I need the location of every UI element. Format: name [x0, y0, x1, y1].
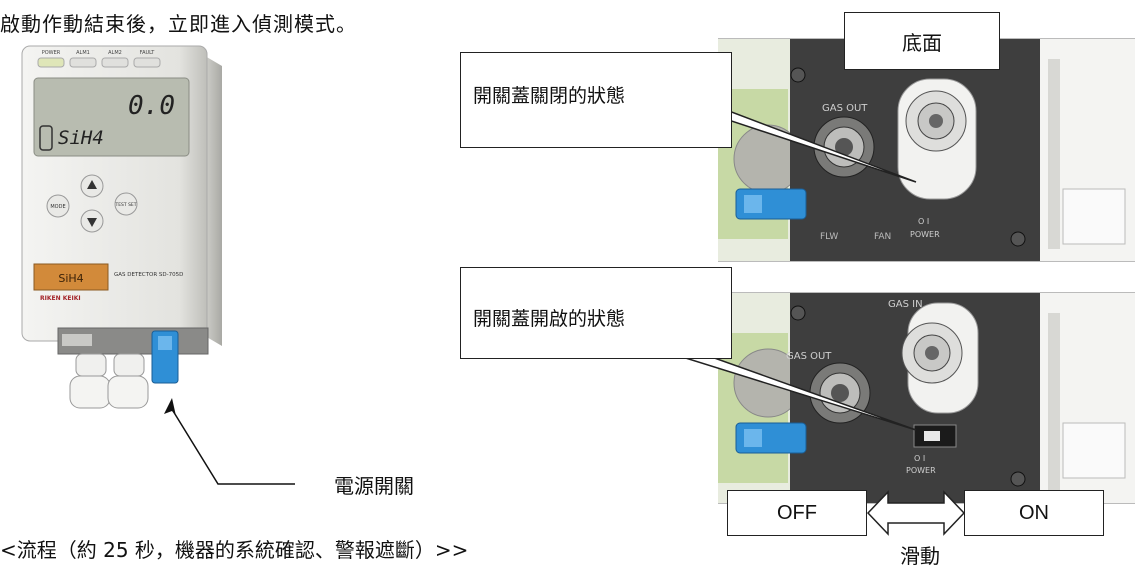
intro-sentence: 啟動作動結束後，立即進入偵測模式。 — [0, 8, 357, 37]
off-label: OFF — [727, 490, 867, 536]
switch-marks-print-2: O I — [914, 454, 925, 463]
indicator-label: ALM2 — [108, 50, 122, 56]
test-set-label: TEST SET — [114, 202, 136, 208]
lcd-gas: SiH4 — [58, 127, 104, 149]
gas-in-print: GAS IN — [888, 299, 923, 310]
power-switch-label: 電源開關 — [334, 470, 414, 499]
switch-marks-print: O I — [918, 217, 929, 226]
hose-fittings — [70, 354, 148, 408]
gas-window-label: SiH4 — [58, 272, 83, 285]
slide-arrow — [866, 488, 966, 538]
port-right-print: FAN — [874, 232, 891, 242]
callout-open-pointer — [640, 350, 930, 440]
on-label: ON — [964, 490, 1104, 536]
power-switch-arrow — [150, 390, 300, 490]
callout-cover-closed: 開關蓋關閉的狀態 — [460, 52, 732, 148]
indicator-label: FAULT — [140, 50, 156, 56]
port-left-print: FLW — [820, 232, 838, 242]
lcd-value: 0.0 — [128, 91, 175, 121]
power-print-2: POWER — [906, 466, 936, 475]
power-print: POWER — [910, 230, 940, 239]
callout-cover-open: 開關蓋開啟的狀態 — [460, 267, 732, 359]
indicator-label: POWER — [42, 50, 61, 56]
brand-logo: RIKEN KEIKI — [40, 295, 81, 302]
device-side-face — [205, 56, 222, 346]
flow-sentence: <流程（約 25 秒，機器的系統確認、警報遮斷）>> — [0, 534, 468, 563]
mode-label: MODE — [50, 204, 65, 210]
indicator-label: ALM1 — [76, 50, 90, 56]
slide-label: 滑動 — [900, 540, 940, 569]
product-label: GAS DETECTOR SD-705D — [114, 272, 183, 278]
bottom-view-label: 底面 — [844, 12, 1000, 70]
